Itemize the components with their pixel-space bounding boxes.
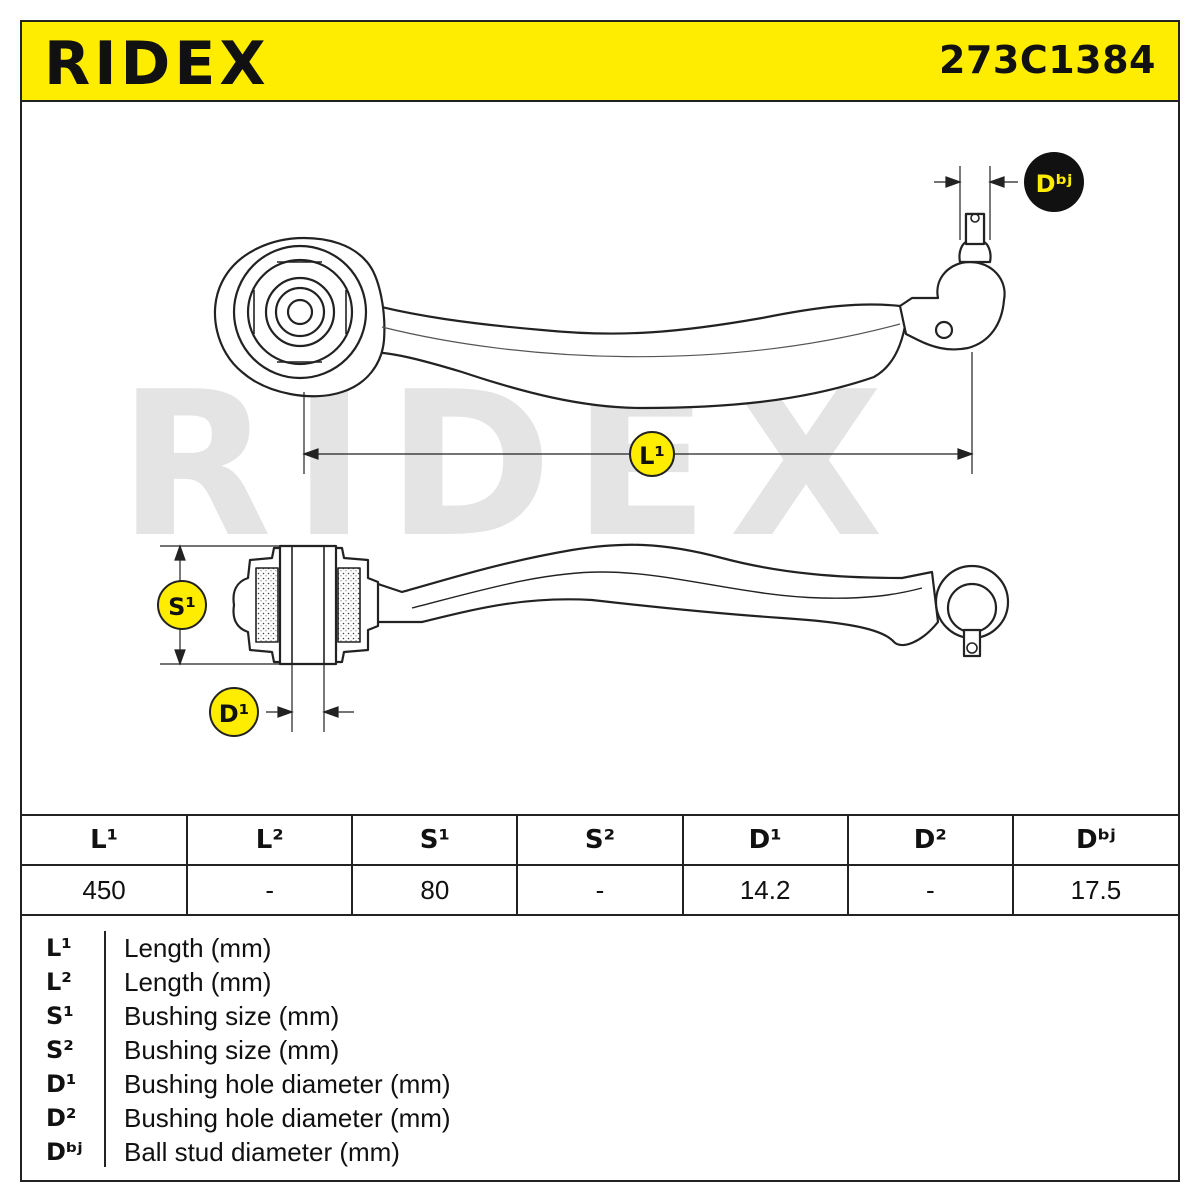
legend-key: S¹ [46, 1002, 74, 1030]
legend-description: Length (mm) [124, 967, 272, 997]
arm-side-detail [411, 571, 923, 609]
legend-key: Dᵇʲ [46, 1138, 83, 1166]
legend-description: Ball stud diameter (mm) [124, 1137, 400, 1167]
top-view [213, 212, 1006, 410]
bushing-detail-top [253, 261, 347, 363]
spec-value-cell: - [516, 864, 684, 916]
bushing-sleeve [264, 276, 336, 348]
legend-description: Bushing size (mm) [124, 1035, 340, 1065]
brand-logo-text: RIDEX [44, 29, 270, 99]
arm-centerline [381, 323, 901, 358]
legend-item: Dᵇʲ Ball stud diameter (mm) [22, 1135, 1178, 1169]
label-d1: D¹ [219, 700, 249, 728]
legend-key: L² [46, 968, 72, 996]
spec-value-cell: 17.5 [1011, 864, 1178, 916]
bushing-mid-ring [246, 258, 354, 366]
ball-stud-hex [970, 213, 980, 223]
spec-header-cell: D² [846, 814, 1014, 866]
legend-description: Bushing hole diameter (mm) [124, 1069, 451, 1099]
spec-header-cell: S² [516, 814, 684, 866]
legend-key: D¹ [46, 1070, 77, 1098]
ball-side [946, 582, 998, 634]
dimension-d1 [266, 664, 354, 732]
spec-value-cell: 80 [351, 864, 519, 916]
brand-logo: RIDEX [44, 29, 270, 99]
legend-item: D² Bushing hole diameter (mm) [22, 1101, 1178, 1135]
spec-value-cell: - [186, 864, 354, 916]
bushing-housing-top [213, 236, 386, 398]
label-s1-badge: S¹ [157, 580, 207, 630]
spec-header-cell: S¹ [351, 814, 519, 866]
legend-description: Length (mm) [124, 933, 272, 963]
spec-header-row: L¹ L² S¹ S² D¹ D² Dᵇʲ [22, 814, 1178, 866]
bushing-sleeve-side [278, 544, 338, 666]
spec-value-cell: 14.2 [681, 864, 849, 916]
legend-key: D² [46, 1104, 77, 1132]
legend-key: S² [46, 1036, 74, 1064]
bushing-hole [274, 286, 326, 338]
spec-value-cell: - [846, 864, 1014, 916]
legend-item: L¹ Length (mm) [22, 931, 1178, 965]
label-dbj: Dᵇʲ [1036, 170, 1073, 198]
technical-drawing: RIDEX [118, 152, 1084, 737]
ball-joint-housing-top [898, 260, 1006, 351]
legend-item: L² Length (mm) [22, 965, 1178, 999]
legend-description: Bushing hole diameter (mm) [124, 1103, 451, 1133]
bushing-bore [286, 298, 314, 326]
ball-stud-end-side [966, 642, 978, 654]
spec-header-cell: D¹ [681, 814, 849, 866]
legend-key: L¹ [46, 934, 72, 962]
legend-description: Bushing size (mm) [124, 1001, 340, 1031]
bushing-outer-ring [232, 244, 368, 380]
label-l1-badge: L¹ [629, 431, 675, 477]
spec-header-cell: L¹ [22, 814, 189, 866]
legend-item: S² Bushing size (mm) [22, 1033, 1178, 1067]
dimension-dbj [934, 166, 1018, 240]
label-s1: S¹ [168, 593, 196, 621]
legend-divider [104, 931, 106, 1167]
label-d1-badge: D¹ [209, 687, 259, 737]
ball-joint-eye [934, 320, 954, 340]
legend-item: S¹ Bushing size (mm) [22, 999, 1178, 1033]
spec-header-cell: L² [186, 814, 354, 866]
arm-body-side [370, 543, 940, 647]
spec-table: L¹ L² S¹ S² D¹ D² Dᵇʲ 450 - 80 - 14.2 - … [22, 814, 1178, 916]
label-l1: L¹ [639, 442, 665, 470]
ball-stud-tip [964, 212, 986, 246]
spec-value-row: 450 - 80 - 14.2 - 17.5 [22, 864, 1178, 916]
bushing-rubber-left [255, 567, 279, 643]
legend-item: D¹ Bushing hole diameter (mm) [22, 1067, 1178, 1101]
part-number: 273C1384 [939, 38, 1156, 82]
header-bar: RIDEX 273C1384 [22, 22, 1178, 102]
spec-header-cell: Dᵇʲ [1011, 814, 1178, 866]
label-dbj-badge: Dᵇʲ [1024, 152, 1084, 212]
side-view [232, 543, 1010, 666]
diagram-frame: RIDEX 273C1384 RIDEX [20, 20, 1180, 1182]
spec-value-cell: 450 [22, 864, 189, 916]
legend: L¹ Length (mm) L² Length (mm) S¹ Bushing… [22, 915, 1178, 1180]
bushing-rubber-right [337, 567, 361, 643]
arm-body-top [360, 300, 908, 410]
